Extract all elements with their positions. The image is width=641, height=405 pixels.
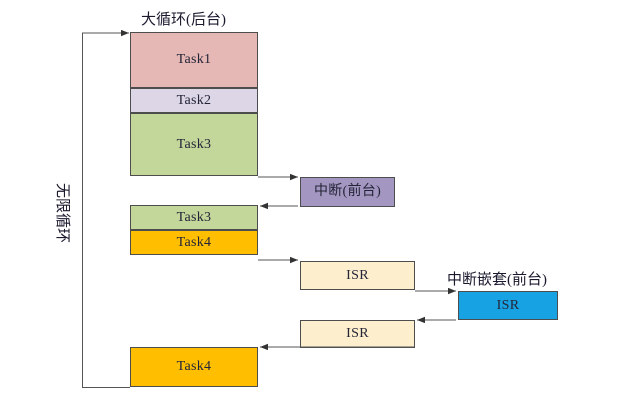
task-block: Task4 xyxy=(130,230,258,255)
task-block: Task3 xyxy=(130,205,258,230)
task-label: Task3 xyxy=(176,136,212,152)
loop-bracket-bottom xyxy=(82,387,130,388)
task-block: Task1 xyxy=(130,32,258,88)
loop-bracket-vertical xyxy=(82,33,83,387)
task-label: Task2 xyxy=(176,92,212,108)
interrupt-block: 中断(前台) xyxy=(300,177,395,207)
task-block: Task3 xyxy=(130,113,258,176)
isr-block xyxy=(300,290,415,320)
isr-block: ISR xyxy=(300,261,415,290)
title-background-loop: 大循环(后台) xyxy=(141,12,226,28)
task-block xyxy=(130,255,258,347)
task-label: Task1 xyxy=(176,52,212,67)
task-label: Task3 xyxy=(176,209,212,225)
task-block xyxy=(130,176,258,205)
interrupt-label: 中断(前台) xyxy=(313,184,382,199)
task-block: Task2 xyxy=(130,88,258,113)
nested-isr-label: ISR xyxy=(496,297,520,313)
task-block: Task4 xyxy=(130,347,258,387)
task-label: Task4 xyxy=(176,234,212,250)
nested-isr-block: ISR xyxy=(458,291,558,320)
task-label: Task4 xyxy=(176,359,212,374)
title-nested-interrupt: 中断嵌套(前台) xyxy=(447,272,547,288)
isr-block: ISR xyxy=(300,320,415,348)
isr-label: ISR xyxy=(346,326,369,341)
isr-label: ISR xyxy=(346,267,369,283)
